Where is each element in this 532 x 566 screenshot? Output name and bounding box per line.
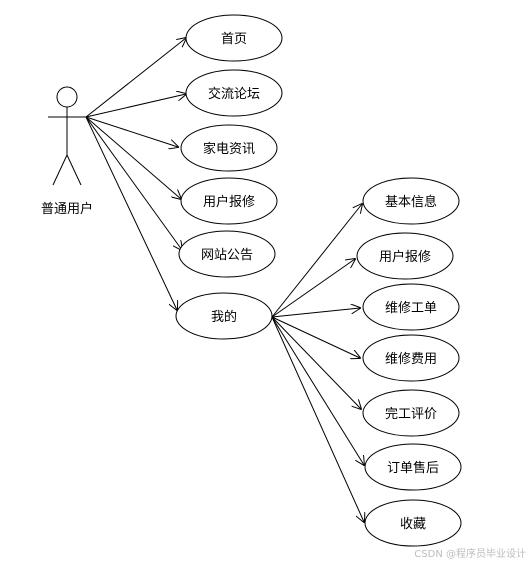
association-favorites <box>271 316 364 522</box>
actor-left-leg <box>52 154 68 186</box>
mine-associations <box>271 204 364 522</box>
use-case-site-notice-label: 网站公告 <box>201 248 253 263</box>
association-forum <box>85 94 186 118</box>
use-case-site-notice: 网站公告 <box>178 230 276 278</box>
association-home <box>85 38 186 118</box>
use-case-sub-user-repair-label: 用户报修 <box>379 249 431 265</box>
use-case-basic-info: 基本信息 <box>362 177 460 225</box>
association-sub-user-repair <box>271 259 355 318</box>
use-case-mine-label: 我的 <box>211 309 237 325</box>
association-repair-fee <box>271 316 360 358</box>
use-case-forum-label: 交流论坛 <box>208 86 260 102</box>
use-case-repair-order: 维修工单 <box>362 283 460 331</box>
actor-label: 普通用户 <box>41 201 93 217</box>
association-appliance-news <box>85 116 178 147</box>
use-case-favorites: 收藏 <box>364 499 462 547</box>
use-case-appliance-news: 家电资讯 <box>180 124 278 172</box>
use-case-user-repair-label: 用户报修 <box>203 194 255 210</box>
watermark: CSDN @程序员毕业设计 <box>414 549 526 560</box>
use-case-forum: 交流论坛 <box>185 69 283 117</box>
association-mine <box>85 116 177 310</box>
use-case-repair-fee-label: 维修费用 <box>385 352 437 367</box>
use-case-basic-info-label: 基本信息 <box>385 194 437 210</box>
use-case-appliance-news-label: 家电资讯 <box>203 141 255 157</box>
association-after-sales <box>271 316 364 465</box>
actor-regular-user: 普通用户 <box>41 86 93 217</box>
use-case-home-label: 首页 <box>221 32 247 47</box>
association-site-notice <box>85 116 182 250</box>
actor-associations <box>85 38 186 310</box>
use-case-sub-user-repair: 用户报修 <box>356 232 454 280</box>
use-case-completion-review-label: 完工评价 <box>385 407 437 422</box>
actor-right-leg <box>66 154 82 186</box>
use-case-repair-fee: 维修费用 <box>362 334 460 382</box>
association-user-repair <box>85 116 181 199</box>
association-basic-info <box>271 204 362 318</box>
use-case-completion-review: 完工评价 <box>362 389 460 437</box>
use-case-after-sales: 订单售后 <box>364 443 462 491</box>
use-case-home: 首页 <box>185 14 283 62</box>
use-case-repair-order-label: 维修工单 <box>385 301 437 316</box>
use-case-mine: 我的 <box>175 292 273 340</box>
use-case-user-repair: 用户报修 <box>180 177 278 225</box>
actor-head <box>56 86 78 108</box>
association-completion-review <box>271 316 361 409</box>
association-repair-order <box>271 308 360 318</box>
use-case-after-sales-label: 订单售后 <box>387 460 439 476</box>
use-case-favorites-label: 收藏 <box>400 517 426 532</box>
